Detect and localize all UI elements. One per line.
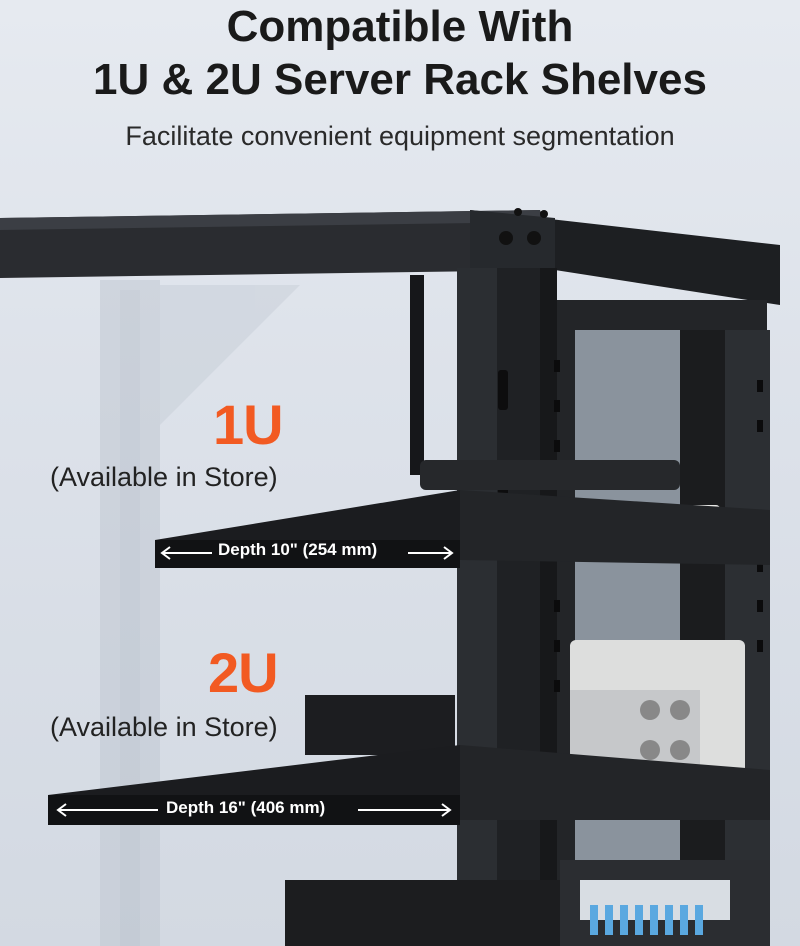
page-subtitle: Facilitate convenient equipment segmenta… xyxy=(125,121,675,151)
shelf-1u-availability: (Available in Store) xyxy=(50,462,278,492)
shelf-2u xyxy=(48,745,770,825)
page-title-line1: Compatible With xyxy=(226,2,574,51)
page-title-line2: 1U & 2U Server Rack Shelves xyxy=(93,55,707,104)
shelf-2u-label: 2U xyxy=(208,641,279,704)
shelf-1u-label: 1U xyxy=(213,393,284,456)
depth-arrow-1u xyxy=(160,546,454,560)
front-post xyxy=(457,268,557,946)
shelf-1u xyxy=(155,490,770,568)
shelf-2u-availability: (Available in Store) xyxy=(50,712,278,742)
depth-arrow-2u xyxy=(56,803,452,817)
shelf-1u-depth: Depth 10" (254 mm) xyxy=(218,540,378,559)
rear-rail xyxy=(554,300,770,946)
ghost-rack-frame xyxy=(100,280,300,946)
shelf-2u-depth: Depth 16" (406 mm) xyxy=(166,798,326,817)
patch-panel xyxy=(285,860,770,946)
top-beam xyxy=(0,208,780,305)
